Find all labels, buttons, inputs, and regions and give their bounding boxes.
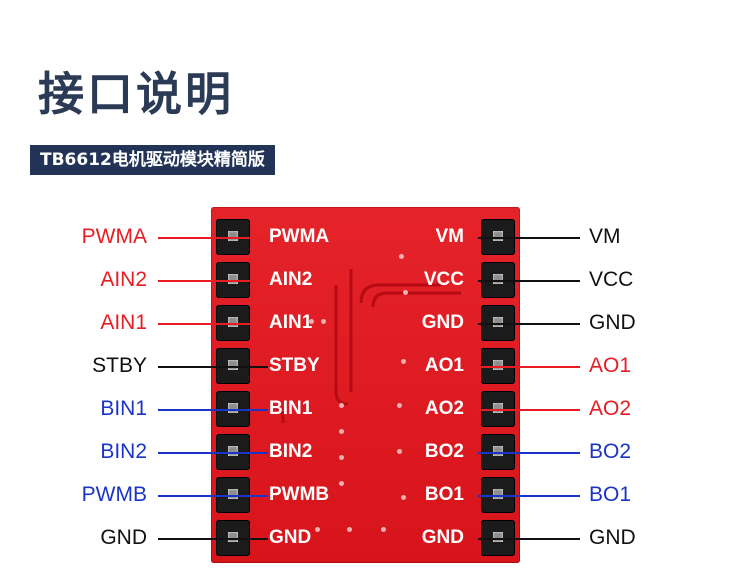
connector-line <box>478 538 580 540</box>
silkscreen-label: AO2 <box>424 398 464 419</box>
silkscreen-label: AO1 <box>424 355 464 376</box>
connector-line <box>478 366 580 368</box>
connector-line <box>158 409 268 411</box>
board-via <box>347 527 352 532</box>
connector-line <box>158 280 268 282</box>
board-via <box>403 290 408 295</box>
pin-label: GND <box>100 526 147 549</box>
silkscreen-label: GND <box>421 527 464 548</box>
silkscreen-label: STBY <box>269 355 320 376</box>
connector-line <box>158 323 268 325</box>
board-via <box>315 527 320 532</box>
silkscreen-label: PWMB <box>269 484 330 505</box>
pin-label: AO2 <box>589 397 632 420</box>
connector-line <box>158 495 268 497</box>
silkscreen-label: BIN1 <box>269 398 313 419</box>
board-via <box>397 403 402 408</box>
connector-line <box>478 280 580 282</box>
pin-label: PWMA <box>81 225 147 248</box>
silkscreen-label: BIN2 <box>269 441 313 462</box>
pin-label: AO1 <box>589 354 632 377</box>
silkscreen-label: PWMA <box>269 226 330 247</box>
subtitle-banner: TB6612电机驱动模块精简版 <box>30 145 275 175</box>
pcb-traces <box>270 269 461 423</box>
board-via <box>401 495 406 500</box>
pin-label: AIN1 <box>100 311 147 334</box>
board-via <box>321 319 326 324</box>
pin-label: GND <box>589 526 636 549</box>
pin-label: BIN1 <box>100 397 147 420</box>
board-via <box>309 319 314 324</box>
pin-label: BO1 <box>589 483 632 506</box>
board-via <box>397 449 402 454</box>
board-via <box>339 403 344 408</box>
silkscreen-label: AIN1 <box>269 312 313 333</box>
connector-line <box>478 452 580 454</box>
silkscreen-label: VM <box>435 226 465 247</box>
board-via <box>381 527 386 532</box>
pin-label: BO2 <box>589 440 632 463</box>
silkscreen-label: GND <box>269 527 312 548</box>
pin-label: VCC <box>589 268 634 291</box>
pin-label: GND <box>589 311 636 334</box>
silkscreen-label: GND <box>421 312 464 333</box>
silkscreen-label: AIN2 <box>269 269 313 290</box>
board-via <box>339 455 344 460</box>
connector-line <box>478 323 580 325</box>
pin-label: AIN2 <box>100 268 147 291</box>
pin-label: STBY <box>92 354 147 377</box>
board-via <box>401 359 406 364</box>
board-via <box>399 254 404 259</box>
page-title: 接口说明 <box>38 67 234 121</box>
connector-line <box>158 538 268 540</box>
pin-label: BIN2 <box>100 440 147 463</box>
connector-line <box>158 366 268 368</box>
connector-line <box>478 495 580 497</box>
connector-line <box>158 452 268 454</box>
silkscreen-label: BO2 <box>424 441 464 462</box>
connector-line <box>158 237 268 239</box>
board-via <box>339 481 344 486</box>
board-surface <box>211 207 520 563</box>
pin-label: PWMB <box>81 483 147 506</box>
connector-line <box>478 237 580 239</box>
pin-label: VM <box>589 225 621 248</box>
silkscreen-label: BO1 <box>424 484 464 505</box>
board-via <box>339 429 344 434</box>
connector-line <box>478 409 580 411</box>
silkscreen-label: VCC <box>423 269 464 290</box>
